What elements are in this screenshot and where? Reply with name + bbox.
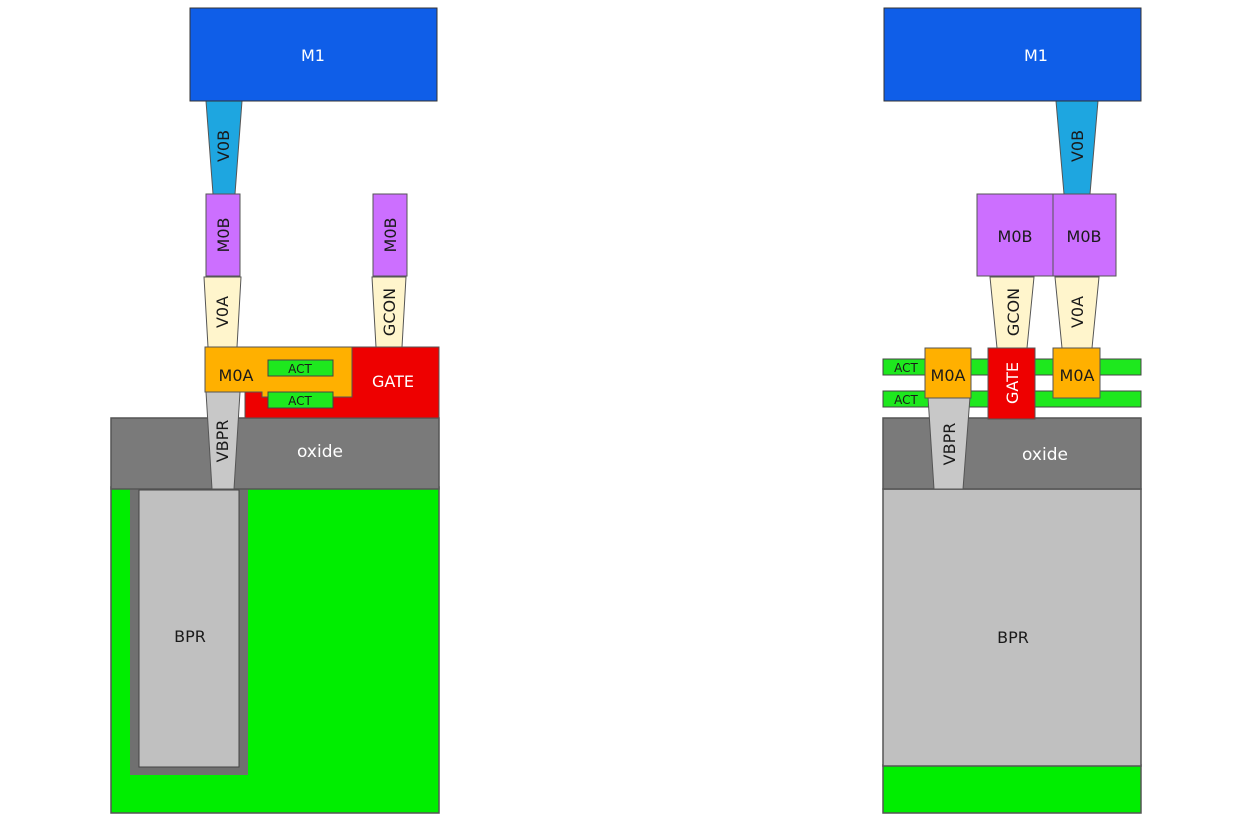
right-act-bottom-label: ACT (894, 393, 918, 407)
right-m0b-1-label: M0B (998, 227, 1033, 246)
right-vbpr-label: VBPR (940, 423, 959, 466)
right-m0a-2 (1052, 347, 1101, 399)
left-v0a (203, 276, 242, 348)
left-m1-label: M1 (301, 46, 325, 65)
left-vbpr-label: VBPR (213, 420, 232, 463)
right-gcon (989, 276, 1035, 349)
right-bpr (882, 488, 1142, 767)
right-m0b-1 (976, 193, 1054, 277)
right-m0a-1-label: M0A (931, 366, 966, 385)
left-gate-label: GATE (372, 372, 414, 391)
right-m0b-2-label: M0B (1067, 227, 1102, 246)
right-v0a (1054, 276, 1100, 349)
left-m0a-label: M0A (219, 366, 254, 385)
left-bpr (138, 489, 240, 768)
right-bpr-label: BPR (997, 628, 1029, 647)
right-substrate (882, 764, 1142, 814)
left-v0a-label: V0A (213, 296, 232, 328)
left-act-bottom-label: ACT (288, 394, 312, 408)
right-v0b-label: V0B (1068, 130, 1087, 162)
left-act-top (267, 359, 334, 377)
right-gate-label: GATE (1003, 362, 1022, 404)
left-bpr-label: BPR (174, 627, 206, 646)
left-m0b-2 (372, 193, 408, 277)
right-m0a-1 (924, 347, 972, 399)
left-m0b-2-label: M0B (381, 218, 400, 253)
right-cross-section: BPR oxide ACT ACT VBPR M0A GATE M0A GCON… (882, 7, 1142, 814)
right-m1-label: M1 (1024, 46, 1048, 65)
left-cross-section: BPR oxide VBPR GATE M0A ACT ACT V0A GCON… (110, 7, 440, 814)
right-gate (987, 347, 1036, 420)
left-m0b-1-label: M0B (214, 218, 233, 253)
right-m0a-2-label: M0A (1060, 366, 1095, 385)
left-act-bottom (267, 391, 334, 409)
left-act-top-label: ACT (288, 362, 312, 376)
right-m0b-2 (1052, 193, 1117, 277)
left-gcon-label: GCON (380, 288, 399, 336)
left-oxide-label: oxide (297, 442, 343, 462)
right-oxide-label: oxide (1022, 445, 1068, 465)
right-act-top-label: ACT (894, 361, 918, 375)
left-oxide (110, 417, 440, 490)
left-m1 (189, 7, 438, 102)
right-v0a-label: V0A (1068, 296, 1087, 328)
right-gcon-label: GCON (1004, 288, 1023, 336)
right-oxide (882, 417, 1142, 490)
left-v0b-label: V0B (214, 130, 233, 162)
left-gcon (371, 276, 407, 348)
right-m1 (883, 7, 1142, 102)
